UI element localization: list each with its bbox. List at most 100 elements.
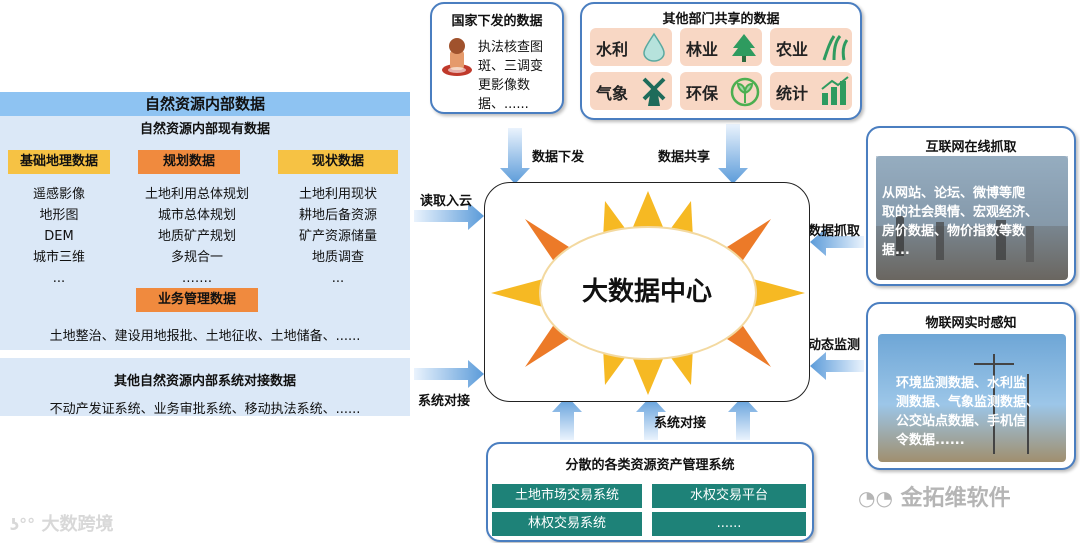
text-line: 执法核查图: [478, 40, 544, 55]
business-data-text: 土地整治、建设用地报批、土地征收、土地储备、......: [49, 329, 361, 344]
dispersed-systems-card: 分散的各类资源资产管理系统 土地市场交易系统 水权交易平台 林权交易系统 ...…: [486, 442, 814, 542]
watermark-left-text: 大数跨境: [41, 514, 114, 535]
big-data-center-card: 大数据中心: [484, 182, 810, 402]
label-dynamic-monitor: 动态监测: [808, 338, 861, 353]
internal-existing-data-title: 自然资源内部现有数据: [139, 122, 270, 137]
list-item: 地质矿产规划: [157, 229, 236, 244]
arrow-right-system: [414, 360, 484, 388]
iot-sensing-title: 物联网实时感知: [925, 316, 1017, 331]
forest-rights-system: 林权交易系统: [492, 512, 642, 536]
category-label: 林业: [686, 40, 719, 59]
more-systems: ......: [652, 512, 806, 536]
dispersed-systems-title: 分散的各类资源资产管理系统: [565, 458, 735, 473]
watermark-left: ʖ°° 大数跨境: [10, 510, 113, 536]
big-data-center-title: 大数据中心: [581, 277, 712, 307]
label-system-dock-left: 系统对接: [418, 394, 471, 409]
status-data-tag: 现状数据: [278, 150, 398, 174]
planning-data-tag: 规划数据: [138, 150, 240, 174]
internet-crawl-title: 互联网在线抓取: [925, 140, 1017, 155]
list-item: ...: [331, 271, 345, 286]
water-rights-platform: 水权交易平台: [652, 484, 806, 508]
status-data-list: 土地利用现状 耕地后备资源 矿产资源储量 地质调查 ...: [278, 184, 398, 289]
watermark-right: ◔◔ 金拓维软件: [858, 480, 1011, 512]
category-environment: 环保: [680, 72, 762, 110]
list-item: 城市三维: [32, 250, 85, 265]
iot-sensing-text: 环境监测数据、水利监 测数据、气象监测数据、 公交站点数据、手机信 令数据...…: [896, 374, 1039, 450]
label-data-issue: 数据下发: [532, 150, 585, 165]
category-label: 环保: [686, 84, 719, 103]
list-item: ...: [52, 271, 66, 286]
category-label: 农业: [776, 40, 809, 59]
sensor-photo: [878, 334, 1066, 462]
category-label: 气象: [596, 84, 629, 103]
category-label: 水利: [596, 40, 629, 59]
sensor-mast-graphic: [974, 354, 1029, 454]
basic-geo-data-tag: 基础地理数据: [8, 150, 110, 174]
arrow-left-grab: [810, 228, 864, 256]
arrow-right-read: [414, 202, 484, 230]
text-line: 斑、三调变: [478, 59, 544, 74]
bar-chart-icon: [821, 76, 849, 105]
label-data-share: 数据共享: [658, 150, 711, 165]
text-line: 据、......: [478, 97, 529, 112]
street-photo: [876, 156, 1068, 280]
text-line: 测数据、气象监测数据、: [896, 395, 1040, 410]
planning-data-list: 土地利用总体规划 城市总体规划 地质矿产规划 多规合一 …….: [122, 184, 272, 289]
list-item: 矿产资源储量: [298, 229, 377, 244]
list-item: 多规合一: [170, 250, 223, 265]
basic-geo-data-list: 遥感影像 地形图 DEM 城市三维 ...: [8, 184, 110, 289]
internal-data-title: 自然资源内部数据: [0, 92, 410, 116]
arrow-left-monitor: [810, 352, 864, 380]
list-item: 城市总体规划: [157, 208, 236, 223]
text-line: 环境监测数据、水利监: [896, 376, 1027, 391]
label-system-dock-bottom: 系统对接: [654, 416, 707, 431]
national-data-card: 国家下发的数据 执法核查图 斑、三调变 更影像数 据、......: [430, 2, 564, 114]
shared-data-title: 其他部门共享的数据: [662, 12, 780, 27]
national-data-title: 国家下发的数据: [451, 14, 543, 29]
wechat-icon: ◔◔: [858, 486, 893, 510]
category-agriculture: 农业: [770, 28, 852, 66]
internet-crawl-card: 互联网在线抓取 从网站、论坛、微博等爬 取的社会舆情、宏观经济、 房价数据、物价…: [866, 126, 1076, 286]
pedestrians-graphic: [876, 156, 1068, 262]
category-statistics: 统计: [770, 72, 852, 110]
text-line: 房价数据、物价指数等数: [882, 224, 1026, 239]
arrow-up-1: [552, 396, 582, 440]
water-drop-icon: [643, 32, 665, 62]
category-weather: 气象: [590, 72, 672, 110]
list-item: DEM: [44, 229, 74, 244]
windmill-icon: [642, 77, 666, 106]
land-market-system: 土地市场交易系统: [492, 484, 642, 508]
text-line: 公交站点数据、手机信: [896, 414, 1027, 429]
text-line: 令数据......: [896, 433, 965, 448]
text-line: 取的社会舆情、宏观经济、: [882, 205, 1039, 220]
arrow-down-national: [500, 128, 530, 184]
list-item: 地质调查: [311, 250, 364, 265]
other-systems-text: 不动产发证系统、业务审批系统、移动执法系统、......: [49, 402, 361, 417]
category-water: 水利: [590, 28, 672, 66]
list-item: 遥感影像: [32, 187, 85, 202]
arrow-down-share: [718, 124, 748, 184]
tree-icon: [732, 34, 756, 62]
text-line: 更影像数: [478, 78, 531, 93]
list-item: 土地利用总体规划: [144, 187, 249, 202]
arrow-up-3: [728, 396, 758, 440]
list-item: …….: [181, 271, 213, 286]
other-systems-title: 其他自然资源内部系统对接数据: [113, 374, 296, 389]
list-item: 土地利用现状: [298, 187, 377, 202]
other-systems-panel: [0, 358, 410, 416]
internet-crawl-text: 从网站、论坛、微博等爬 取的社会舆情、宏观经济、 房价数据、物价指数等数 据..…: [882, 184, 1038, 260]
arrow-up-2: [636, 396, 666, 440]
eco-leaf-icon: [730, 77, 760, 107]
national-data-text: 执法核查图 斑、三调变 更影像数 据、......: [478, 38, 543, 114]
seal-stamp-icon: [442, 38, 472, 76]
starburst-graphic: [491, 191, 805, 395]
list-item: 地形图: [39, 208, 79, 223]
category-label: 统计: [776, 84, 809, 103]
business-data-tag: 业务管理数据: [136, 288, 258, 312]
list-item: 耕地后备资源: [298, 208, 377, 223]
text-line: 从网站、论坛、微博等爬: [882, 186, 1026, 201]
shared-data-card: 其他部门共享的数据 水利 林业 农业 气象 环保 统计: [580, 2, 862, 120]
category-forestry: 林业: [680, 28, 762, 66]
watermark-right-text: 金拓维软件: [900, 486, 1011, 511]
